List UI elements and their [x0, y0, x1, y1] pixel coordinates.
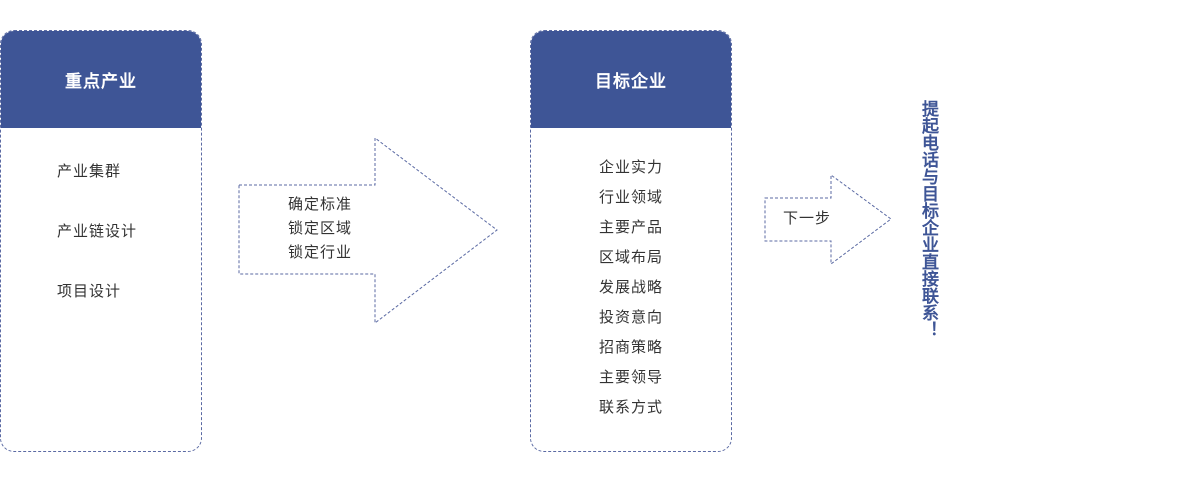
list-item: 产业集群 [57, 162, 122, 180]
list-item: 产业链设计 [57, 222, 138, 240]
small-arrow-shape [764, 174, 892, 265]
list-item: 企业实力 [598, 158, 663, 176]
list-item: 投资意向 [598, 308, 663, 326]
industry-card-title: 重点产业 [1, 31, 201, 128]
list-item: 招商策略 [598, 338, 663, 356]
next-step-label: 下一步 [783, 209, 832, 227]
industry-list: 产业集群 产业链设计 项目设计 [57, 160, 137, 340]
contact-cta-text: 提起电话与目标企业直接联系！ [918, 100, 938, 338]
criteria-line: 确定标准 [288, 195, 353, 213]
arrow-criteria-text: 确定标准 锁定区域 锁定行业 [288, 192, 352, 264]
target-enterprise-card-title: 目标企业 [531, 31, 731, 128]
list-item: 项目设计 [57, 282, 122, 300]
industry-card: 重点产业 产业集群 产业链设计 项目设计 [0, 30, 202, 452]
enterprise-list: 企业实力 行业领域 主要产品 区域布局 发展战略 投资意向 招商策略 主要领导 … [531, 156, 731, 426]
list-item: 区域布局 [598, 248, 663, 266]
criteria-line: 锁定区域 [288, 219, 353, 237]
list-item: 行业领域 [598, 188, 663, 206]
list-item: 联系方式 [598, 398, 663, 416]
big-arrow-shape [238, 137, 498, 325]
criteria-line: 锁定行业 [288, 243, 353, 261]
list-item: 主要产品 [598, 218, 663, 236]
target-enterprise-card: 目标企业 企业实力 行业领域 主要产品 区域布局 发展战略 投资意向 招商策略 … [530, 30, 732, 452]
list-item: 主要领导 [598, 368, 663, 386]
list-item: 发展战略 [598, 278, 663, 296]
